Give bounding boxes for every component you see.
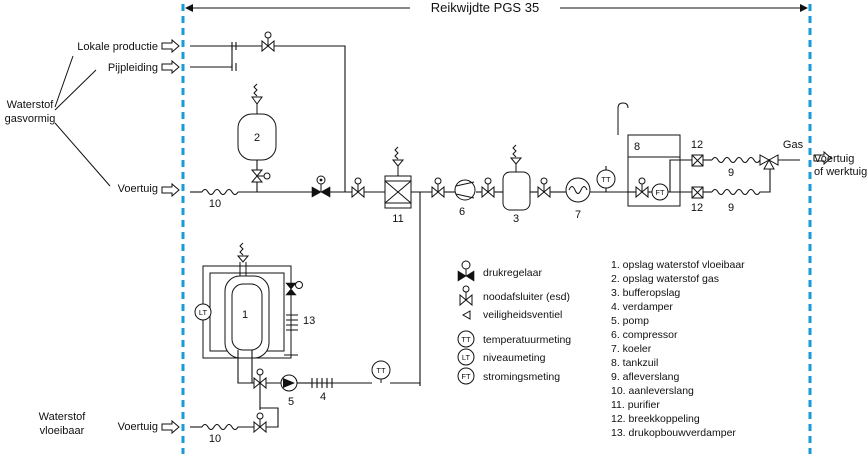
legend-item: 13. drukopbouwverdamper: [611, 427, 736, 439]
liquid-tank-1: 1 LT: [194, 242, 292, 372]
tt-bottom: TT: [371, 360, 391, 383]
label-4: 4: [320, 391, 326, 403]
svg-text:11: 11: [392, 213, 403, 225]
esd-valve-liquid-2: [253, 412, 267, 434]
svg-text:3: 3: [513, 213, 519, 225]
outlet-arrow: [813, 150, 832, 166]
tank-2: 2: [237, 83, 277, 192]
esd-valve-top: [261, 31, 275, 53]
source-lokale-productie: Lokale productie: [77, 41, 158, 53]
legend-veiligheidsventiel: veiligheidsventiel: [483, 309, 562, 321]
pump-5: 5: [280, 374, 298, 408]
purifier-11: 11: [384, 146, 412, 225]
legend-item: 10. aanleverslang: [611, 385, 694, 397]
svg-text:7: 7: [575, 209, 581, 221]
scope-label: Reikwijdte PGS 35: [431, 0, 539, 15]
svg-text:FT: FT: [655, 188, 665, 197]
component-legend: 1. opslag waterstof vloeibaar 2. opslag …: [611, 259, 745, 439]
legend-item: 4. verdamper: [611, 301, 673, 313]
outlet-gas-label: Gas: [783, 139, 804, 151]
esd-valve-main-4: [537, 177, 551, 199]
legend-drukregelaar: drukregelaar: [483, 267, 542, 279]
svg-text:2: 2: [254, 132, 260, 144]
svg-text:TT: TT: [601, 175, 611, 184]
source-liquid-vehicle: Voertuig: [118, 421, 158, 433]
breakaway-coupling-12: 12 12: [691, 139, 704, 214]
legend-niveaumeting: niveaumeting: [483, 352, 546, 364]
source-gas-vehicle: Voertuig: [118, 183, 158, 195]
legend-item: 7. koeler: [611, 343, 652, 355]
label-10-top: 10: [209, 198, 221, 210]
legend-item: 12. breekkoppeling: [611, 413, 700, 425]
main-gas-line: [190, 166, 628, 196]
svg-text:8: 8: [634, 141, 640, 153]
legend-item: 5. pomp: [611, 315, 649, 327]
svg-text:LT: LT: [462, 353, 471, 362]
compressor-6: 6: [454, 179, 476, 218]
pressure-regulator-main: [311, 175, 331, 198]
legend-item: 2. opslag waterstof gas: [611, 273, 719, 285]
svg-text:12: 12: [691, 139, 703, 151]
legend-temperatuurmeting: temperatuurmeting: [483, 334, 571, 346]
esd-valve-main-2: [431, 177, 445, 199]
esd-valve-liquid-1: [253, 368, 267, 390]
legend-noodafsluiter: noodafsluiter (esd): [483, 291, 570, 303]
scope-label-bg: [410, 0, 560, 16]
svg-text:TT: TT: [461, 335, 471, 344]
svg-text:1: 1: [242, 309, 248, 321]
label-10-bottom: 10: [209, 433, 221, 445]
input-arrows: [161, 38, 832, 435]
gas-group-lines: [54, 55, 111, 187]
delivery-hoses-9: [703, 156, 800, 196]
symbol-legend: drukregelaar noodafsluiter (esd) veiligh…: [457, 260, 571, 385]
svg-text:FT: FT: [461, 372, 471, 381]
svg-text:TT: TT: [376, 366, 386, 375]
legend-item: 9. afleverslang: [611, 371, 679, 383]
label-9-top: 9: [728, 167, 734, 179]
esd-valve-main-1: [351, 177, 365, 199]
legend-item: 1. opslag waterstof vloeibaar: [611, 259, 745, 271]
three-way-valve: [759, 154, 779, 170]
cooler-7: 7: [565, 177, 591, 221]
svg-text:12: 12: [691, 202, 703, 214]
esd-valve-main-3: [481, 177, 495, 199]
dispenser-8: 8 FT: [617, 102, 692, 207]
buffer-tank-3: 3: [502, 144, 531, 225]
legend-item: 3. bufferopslag: [611, 287, 680, 299]
svg-text:LT: LT: [199, 308, 208, 317]
svg-text:5: 5: [288, 396, 294, 408]
liquid-lines: [190, 372, 421, 431]
legend-item: 11. purifier: [611, 399, 660, 411]
label-9-bottom: 9: [728, 202, 734, 214]
legend-stromingsmeting: stromingsmeting: [483, 371, 560, 383]
svg-text:6: 6: [459, 206, 465, 218]
svg-text:13: 13: [303, 315, 315, 327]
legend-item: 6. compressor: [611, 329, 678, 341]
source-pijpleiding: Pijpleiding: [108, 62, 158, 74]
tt-main: TT: [596, 169, 616, 189]
pressure-build-vaporizer-13: 13: [284, 276, 315, 356]
top-supply-lines: [190, 42, 346, 192]
legend-item: 8. tankzuil: [611, 357, 658, 369]
